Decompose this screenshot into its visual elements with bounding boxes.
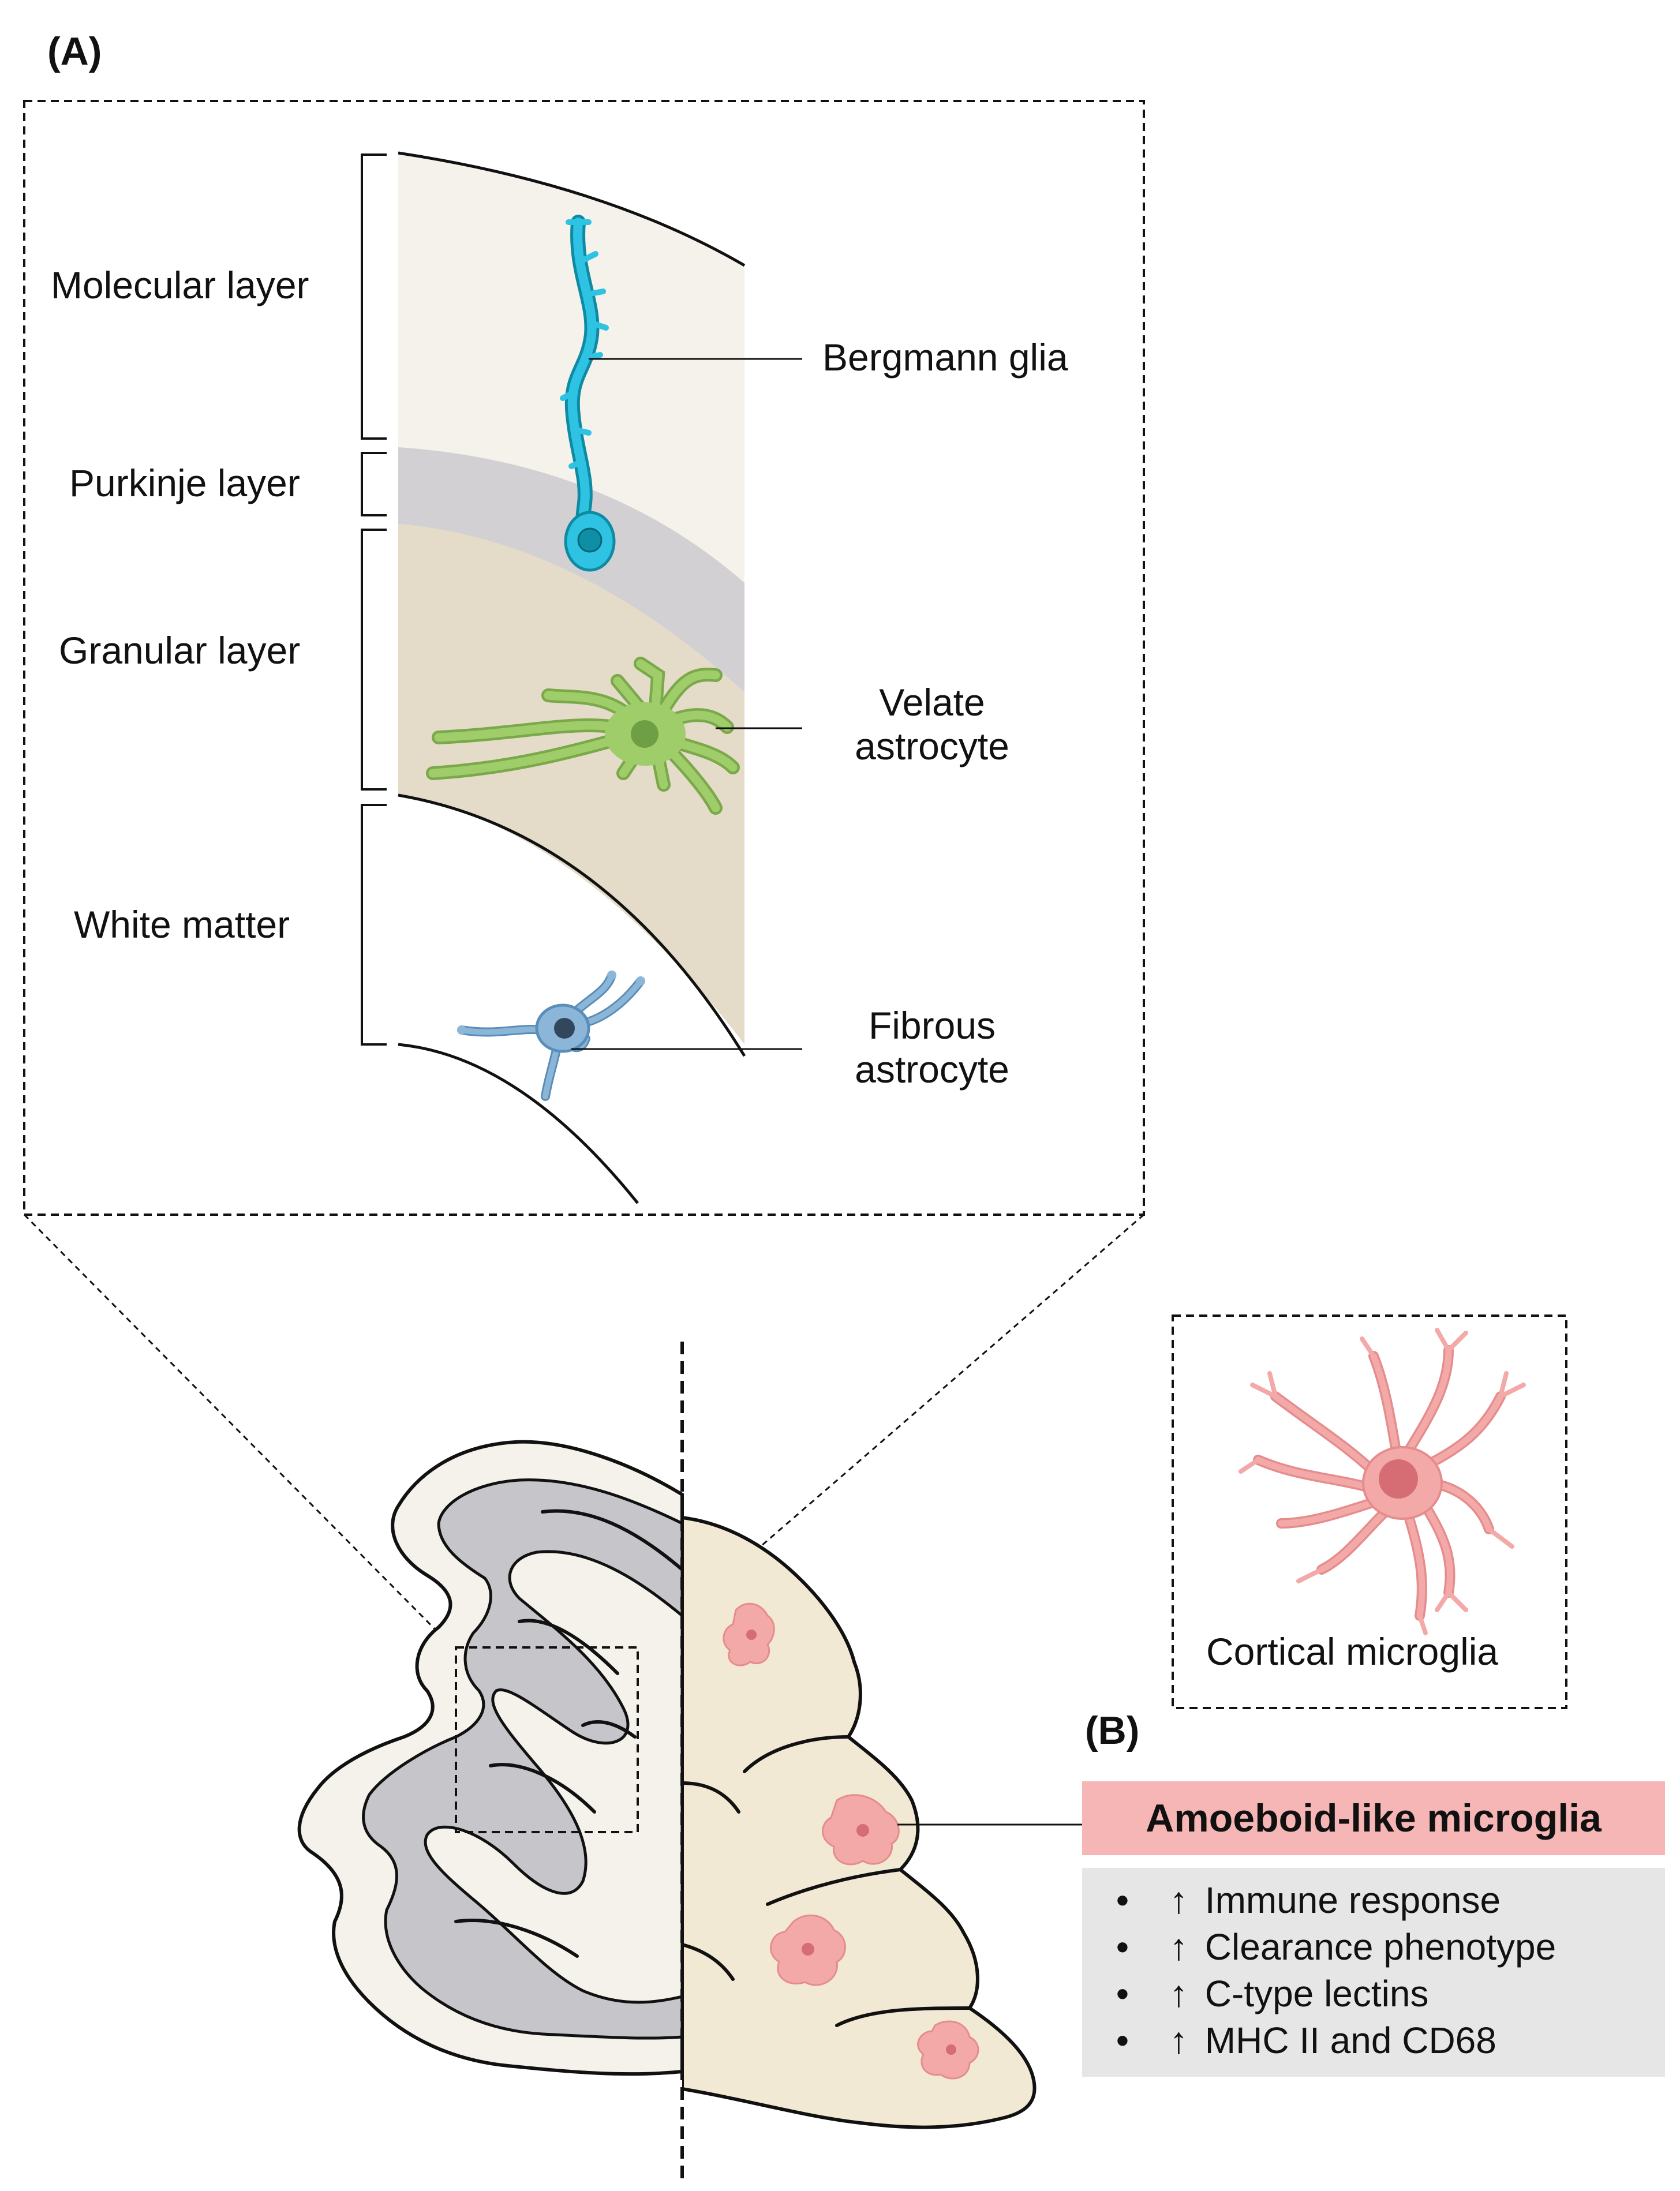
panel-a-label: (A) <box>47 29 102 73</box>
list-item: • ↑ C-type lectins <box>1082 1971 1665 2017</box>
up-arrow-icon: ↑ <box>1169 1926 1188 1968</box>
bullet-icon: • <box>1116 1926 1129 1968</box>
bullet-icon: • <box>1116 1973 1129 2014</box>
zoom-frame <box>23 100 1145 1216</box>
layer-brackets <box>361 153 387 1046</box>
zoom-region-box <box>455 1646 639 1833</box>
molecular-layer-label: Molecular layer <box>51 264 309 306</box>
cerebellum-section <box>297 1342 1037 2181</box>
bergmann-glia-label: Bergmann glia <box>822 336 1068 379</box>
panel-b-label: (B) <box>1085 1709 1140 1752</box>
layer-strip <box>398 153 744 1212</box>
velate-astrocyte-label: Velate astrocyte <box>805 681 1059 769</box>
feature-text: Clearance phenotype <box>1204 1926 1556 1968</box>
purkinje-layer-band <box>398 447 744 692</box>
up-arrow-icon: ↑ <box>1169 2020 1188 2061</box>
list-item: • ↑ Clearance phenotype <box>1082 1924 1665 1971</box>
bullet-icon: • <box>1116 2020 1129 2061</box>
granular-layer-band <box>398 524 744 1044</box>
feature-text: Immune response <box>1204 1879 1501 1921</box>
cerebellum-fissures <box>454 1509 684 1958</box>
cortical-microglia-label: Cortical microglia <box>1206 1630 1499 1673</box>
list-item: • ↑ MHC II and CD68 <box>1082 2017 1665 2064</box>
fibrous-astrocyte-label-line1: Fibrous <box>868 1004 996 1047</box>
pial-surface-line <box>398 151 746 267</box>
inner-white-matter-line <box>398 1043 639 1204</box>
velate-astrocyte-cell <box>426 657 740 815</box>
white-matter-boundary <box>398 793 746 1057</box>
amoeboid-features-box: • ↑ Immune response • ↑ Clearance phenotyp… <box>1082 1868 1665 2077</box>
panel-a-leader-lines <box>571 358 802 1050</box>
fibrous-astrocyte-label-line2: astrocyte <box>855 1047 1009 1091</box>
up-arrow-icon: ↑ <box>1169 1879 1188 1921</box>
feature-text: C-type lectins <box>1204 1973 1429 2014</box>
amoeboid-microglia-title-bar: Amoeboid-like microglia <box>1082 1781 1665 1855</box>
cerebellum-white-matter-branches <box>424 1550 684 2004</box>
amoeboid-microglia-title: Amoeboid-like microglia <box>1146 1796 1602 1840</box>
list-item: • ↑ Immune response <box>1082 1877 1665 1924</box>
velate-astrocyte-label-line2: astrocyte <box>855 724 1009 767</box>
feature-text: MHC II and CD68 <box>1204 2020 1496 2061</box>
bullet-icon: • <box>1116 1879 1129 1921</box>
cortical-microglia-frame <box>1172 1314 1567 1709</box>
bergmann-glia-cell <box>560 215 616 572</box>
fibrous-astrocyte-cell <box>457 971 645 1101</box>
amoeboid-features-list: • ↑ Immune response • ↑ Clearance phenotyp… <box>1082 1868 1665 2064</box>
velate-astrocyte-label-line1: Velate <box>879 681 985 724</box>
cortical-microglia-cell <box>1239 1328 1526 1635</box>
white-matter-label: White matter <box>74 903 290 946</box>
purkinje-layer-label: Purkinje layer <box>69 462 300 504</box>
up-arrow-icon: ↑ <box>1169 1973 1188 2014</box>
granular-layer-label: Granular layer <box>59 629 301 672</box>
white-matter-band <box>398 795 744 1212</box>
fibrous-astrocyte-label: Fibrous astrocyte <box>805 1004 1059 1092</box>
